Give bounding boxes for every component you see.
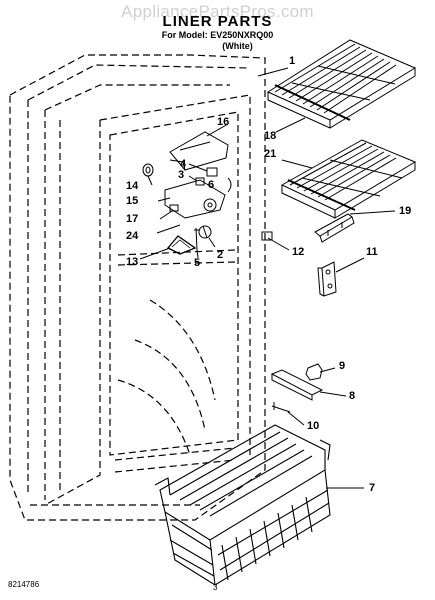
callout-8: 8 [349, 390, 356, 402]
callout-4: 4 [180, 158, 187, 170]
page-number: 3 [213, 583, 218, 592]
callout-5: 5 [194, 257, 201, 269]
callout-7: 7 [369, 482, 376, 494]
shelf-trim [314, 213, 355, 243]
callout-3: 3 [178, 169, 185, 181]
part-12 [261, 231, 273, 241]
color-note: (White) [222, 41, 253, 51]
control-housing [169, 131, 229, 171]
top-shelf [266, 39, 417, 129]
watermark: AppliancePartsPros.com [121, 2, 314, 21]
callout-12: 12 [292, 246, 305, 258]
screw-5 [194, 227, 199, 251]
light-lens [166, 235, 197, 255]
screw-10 [271, 402, 291, 413]
callout-9: 9 [339, 360, 346, 372]
part-6 [227, 177, 232, 193]
callout-2: 2 [217, 249, 224, 261]
callout-11: 11 [366, 246, 378, 258]
callout-24: 24 [126, 230, 139, 242]
callout-13: 13 [126, 256, 139, 268]
basket [154, 424, 331, 586]
callout-18: 18 [264, 130, 277, 142]
callout-19: 19 [399, 205, 412, 217]
callout-15: 15 [126, 195, 139, 207]
callout-16: 16 [217, 116, 230, 128]
part-9 [305, 363, 323, 381]
hinge-bracket [317, 261, 337, 297]
model-line: For Model: EV250NXRQ00 [161, 30, 274, 40]
thermostat-bracket [164, 179, 226, 219]
callout-21: 21 [264, 148, 277, 160]
second-shelf [280, 139, 417, 219]
callout-17: 17 [126, 213, 139, 225]
knob [198, 225, 212, 239]
part-14 [142, 163, 154, 177]
callout-14: 14 [126, 180, 139, 192]
callout-1: 1 [289, 55, 296, 67]
callout-10: 10 [307, 420, 320, 432]
leader-lines [139, 67, 396, 489]
liner-cabinet [9, 54, 266, 521]
part-4 [206, 167, 218, 177]
rail-8 [270, 369, 324, 401]
page-title: LINER PARTS [162, 13, 273, 30]
callout-6: 6 [208, 179, 215, 191]
document-number: 8214786 [8, 580, 40, 589]
